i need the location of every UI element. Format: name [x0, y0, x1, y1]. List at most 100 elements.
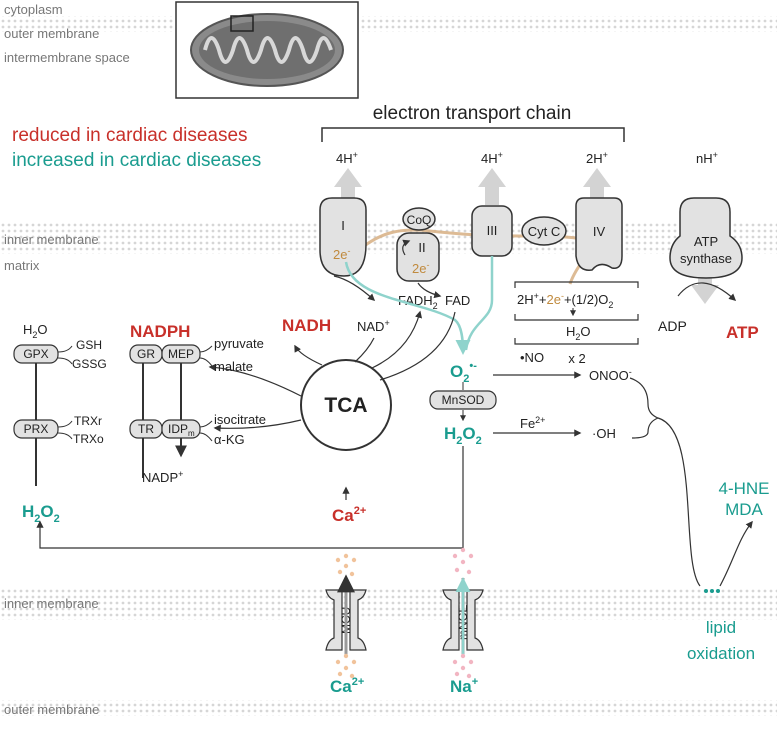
inner-membrane-top	[0, 222, 777, 254]
isocitrate-label: isocitrate	[214, 412, 266, 427]
mitochondrion-inset-icon	[175, 1, 359, 99]
outer-membrane-top-label: outer membrane	[4, 26, 99, 41]
proton-arrow-3	[478, 168, 506, 205]
gr-enzyme[interactable]: GR	[129, 344, 163, 364]
complex-i-electrons: 2e-	[333, 246, 350, 262]
proton-label-complex-3: 4H+	[481, 150, 503, 166]
gpx-enzyme[interactable]: GPX	[13, 344, 59, 364]
mnsod-label: MnSOD	[442, 393, 485, 407]
idp-enzyme[interactable]: IDPm	[161, 419, 201, 439]
superoxide-label: O2•-	[450, 360, 477, 385]
lipid-dots	[704, 589, 720, 593]
etc-title: electron transport chain	[373, 103, 572, 124]
h2o-label: H2O	[23, 322, 48, 340]
atp-label: ATP	[726, 323, 759, 342]
nadph-label: NADPH	[130, 322, 190, 341]
ca-bottom-label: Ca2+	[330, 676, 364, 696]
proton-label-complex-4: 2H+	[586, 150, 608, 166]
times-two: x 2	[568, 351, 585, 366]
gssg-label: GSSG	[72, 357, 107, 371]
h2o2-left: H2O2	[22, 502, 60, 525]
mep-enzyme[interactable]: MEP	[161, 344, 201, 364]
proton-label-atp-synthase: nH+	[696, 150, 718, 166]
trxo-label: TRXo	[73, 432, 104, 446]
ros-leak-complex-i	[344, 261, 471, 355]
mda-label: MDA	[725, 500, 763, 519]
complex-iii-label: III	[487, 223, 498, 238]
mcu-channel[interactable]: MCU	[325, 574, 367, 656]
gr-label: GR	[137, 347, 155, 361]
idp-label: IDPm	[168, 422, 195, 438]
no-label: •NO	[520, 350, 544, 365]
oxidation-label: oxidation	[687, 644, 755, 663]
hydroxyl-label: ·OH	[592, 426, 616, 441]
na-ion-cloud-top	[452, 547, 474, 575]
ros-leak-complex-iii	[464, 256, 494, 351]
proton-arrow-4	[583, 168, 611, 205]
outer-membrane-bottom	[0, 700, 777, 716]
hne-label: 4-HNE	[718, 479, 769, 498]
na-label: Na+	[450, 676, 478, 696]
complex-i-label: I	[341, 218, 345, 233]
adp-label: ADP	[658, 318, 687, 334]
nad-label: NAD+	[357, 318, 390, 334]
atp-synthase[interactable]: ATP synthase	[669, 197, 743, 279]
na-ion-cloud-bottom	[452, 653, 474, 679]
water-product: H2O	[566, 324, 591, 342]
tr-label: TR	[138, 422, 154, 436]
complex-iv[interactable]: IV	[575, 197, 623, 271]
fad-label: FAD	[445, 293, 470, 308]
proton-arrow-1	[334, 168, 362, 205]
outer-membrane-bottom-label: outer membrane	[4, 702, 99, 717]
ca-ion-cloud-bottom	[335, 653, 357, 679]
cytoplasm-label: cytoplasm	[4, 2, 63, 17]
inner-membrane-top-label: inner membrane	[4, 232, 99, 247]
inner-membrane-bottom-label: inner membrane	[4, 596, 99, 611]
cyt-c[interactable]: Cyt C	[521, 216, 567, 246]
legend-reduced: reduced in cardiac diseases	[12, 125, 248, 146]
prx-label: PRX	[24, 422, 49, 436]
ca-top-label: Ca2+	[332, 505, 366, 525]
intermembrane-space-label: intermembrane space	[4, 50, 130, 65]
trxr-label: TRXr	[74, 414, 102, 428]
outer-membrane-top	[0, 16, 777, 32]
mnsod-enzyme[interactable]: MnSOD	[429, 390, 497, 410]
tca-cycle[interactable]: TCA	[300, 359, 392, 451]
pyruvate-label: pyruvate	[214, 336, 264, 351]
mep-label: MEP	[168, 347, 194, 361]
oxygen-reduction: 2H++2e-+(1/2)O2 H2O x 2	[514, 281, 639, 366]
cyt-c-label: Cyt C	[528, 224, 561, 239]
complex-ii-electrons: 2e-	[412, 260, 429, 276]
nadh-label: NADH	[282, 316, 331, 335]
tca-label: TCA	[324, 394, 367, 417]
nadp-label: NADP+	[142, 469, 183, 485]
reaction-equation: 2H++2e-+(1/2)O2	[517, 291, 613, 310]
ca-ion-cloud-top	[335, 553, 357, 577]
complex-i[interactable]: I 2e-	[319, 197, 367, 277]
prx-enzyme[interactable]: PRX	[13, 419, 59, 439]
akg-label: α-KG	[214, 432, 245, 447]
h2o2-center: H2O2	[444, 424, 482, 447]
inner-membrane-bottom	[0, 588, 777, 620]
complex-iv-label: IV	[593, 224, 606, 239]
atp-synthase-label-1: ATP	[694, 234, 718, 249]
gsh-label: GSH	[76, 338, 102, 352]
gpx-label: GPX	[23, 347, 48, 361]
mnce-channel[interactable]: mNCE	[442, 577, 484, 656]
coq[interactable]: CoQ	[402, 207, 436, 231]
atp-synthase-label-2: synthase	[680, 251, 732, 266]
malate-label: malate	[214, 359, 253, 374]
tr-enzyme[interactable]: TR	[129, 419, 163, 439]
lipid-label: lipid	[706, 618, 736, 637]
fadh2-label: FADH2	[398, 293, 438, 311]
proton-label-complex-1: 4H+	[336, 150, 358, 166]
matrix-label: matrix	[4, 258, 40, 273]
onoo-label: ONOO-	[589, 367, 632, 383]
complex-iii[interactable]: III	[471, 205, 513, 257]
coq-label: CoQ	[407, 213, 432, 227]
complex-ii[interactable]: II 2e-	[396, 232, 440, 282]
complex-ii-label: II	[418, 240, 425, 255]
fe-label: Fe2+	[520, 415, 545, 431]
legend-increased: increased in cardiac diseases	[12, 150, 261, 171]
